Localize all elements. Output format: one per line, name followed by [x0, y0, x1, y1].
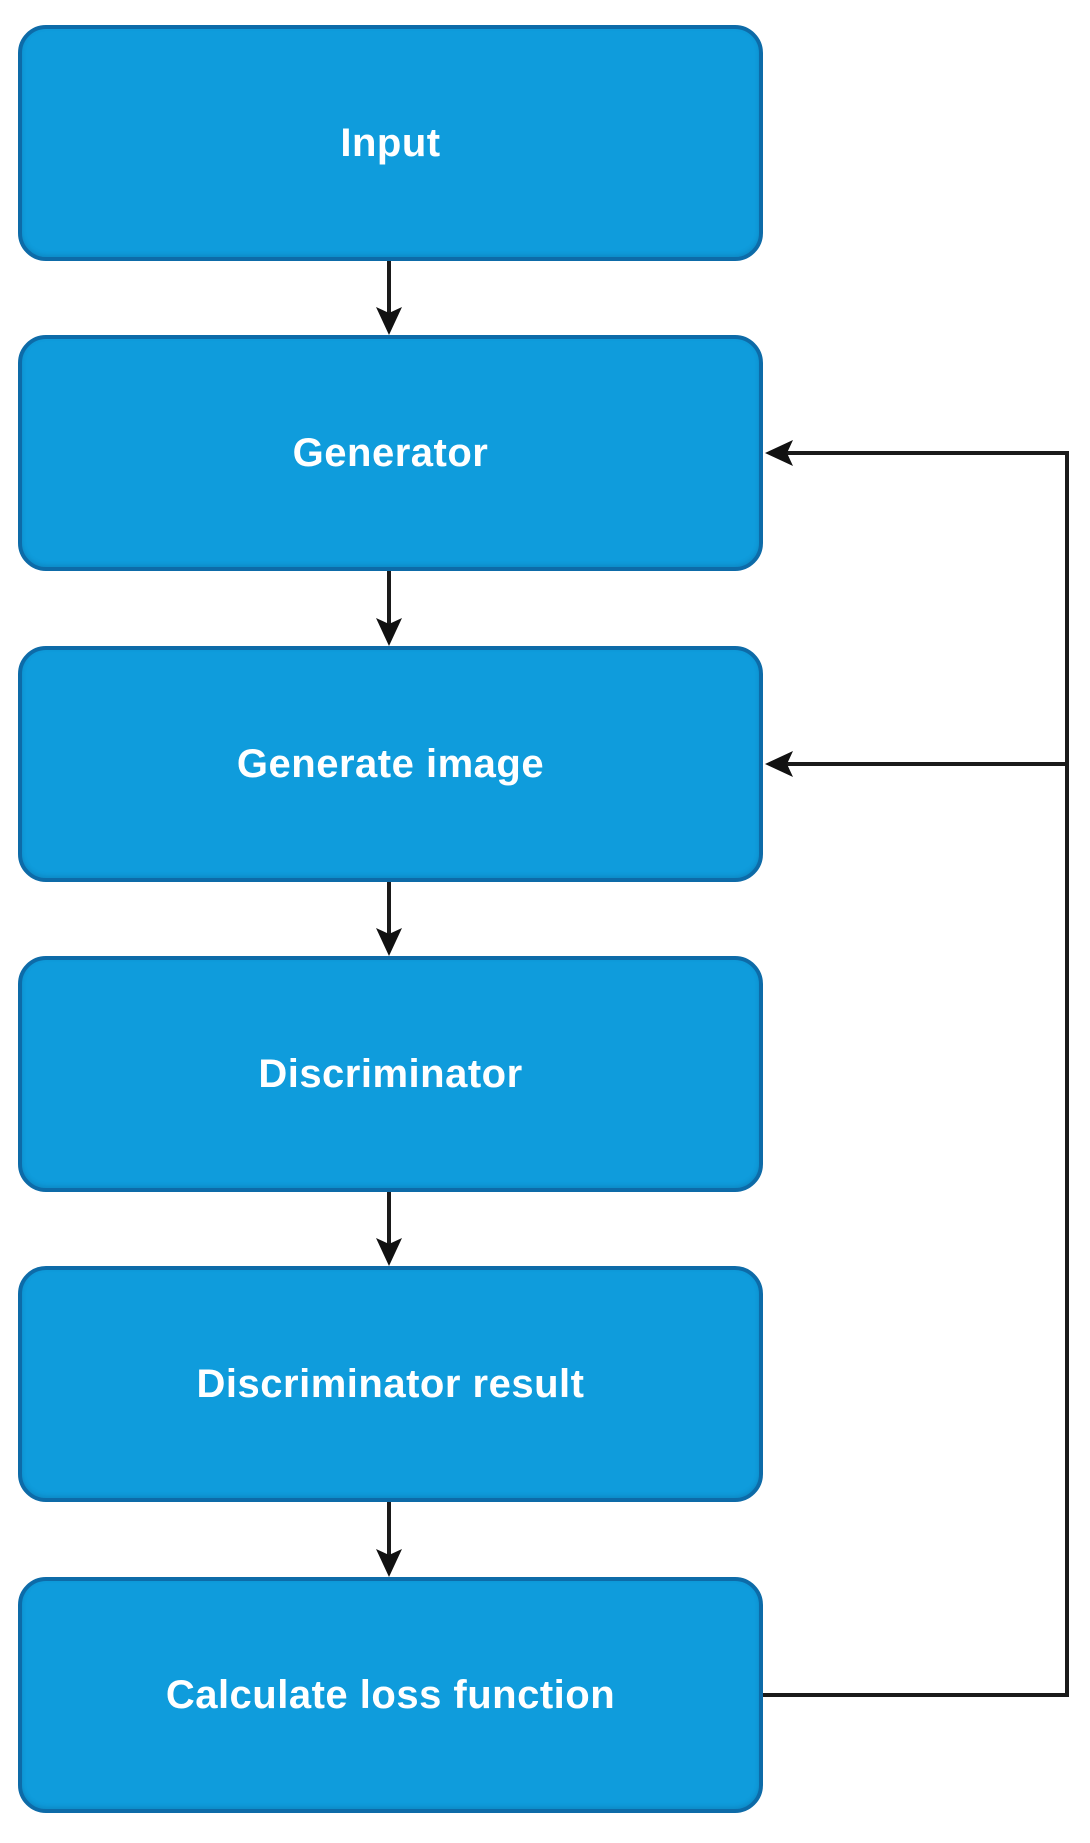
feedback-branch-loss-to-generate-image: [765, 751, 1067, 777]
node-generate-image: Generate image: [18, 646, 763, 882]
node-generator: Generator: [18, 335, 763, 571]
arrow-input-to-generator: [376, 259, 402, 335]
feedback-loop-loss-to-generator: [761, 440, 1069, 1697]
arrow-discriminator-to-discriminator-result: [376, 1190, 402, 1266]
node-calculate-loss-function: Calculate loss function: [18, 1577, 763, 1813]
node-input: Input: [18, 25, 763, 261]
arrow-generate-image-to-discriminator: [376, 880, 402, 956]
arrow-discriminator-result-to-calculate-loss: [376, 1501, 402, 1577]
node-discriminator-result: Discriminator result: [18, 1266, 763, 1502]
arrow-generator-to-generate-image: [376, 569, 402, 646]
node-discriminator: Discriminator: [18, 956, 763, 1192]
